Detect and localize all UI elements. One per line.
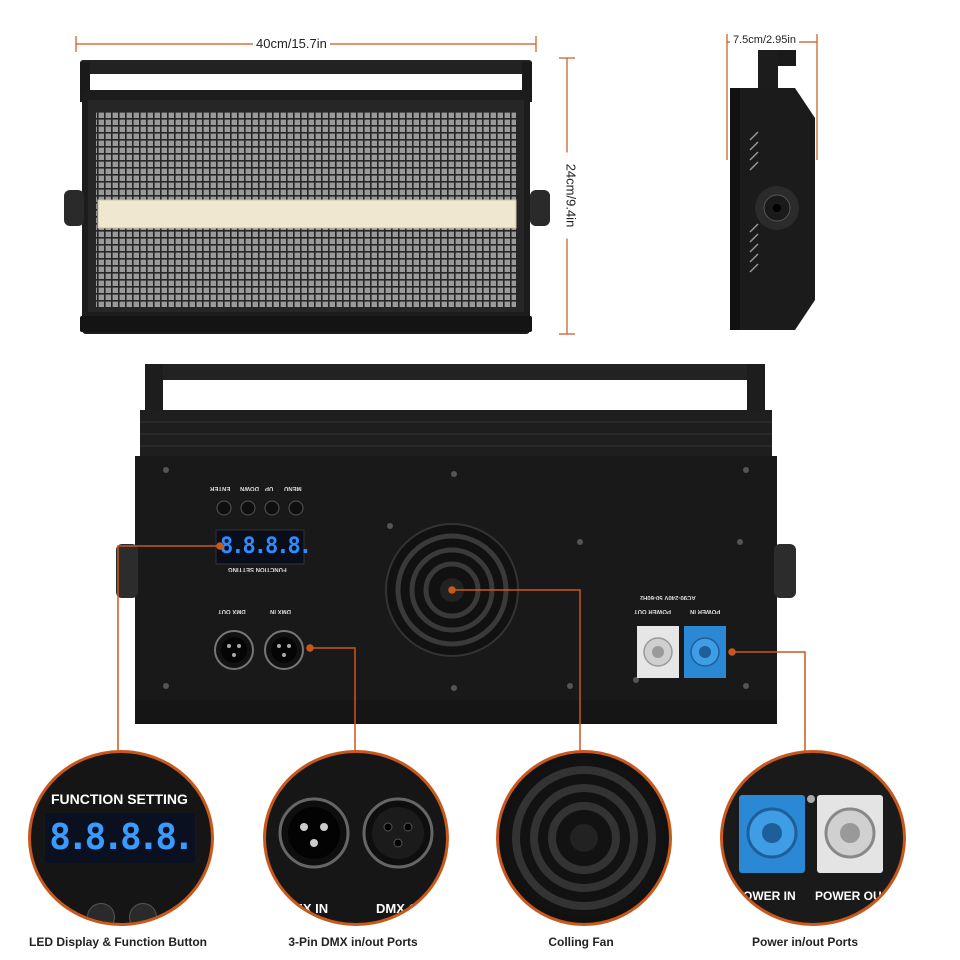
power-out-label: POWER OUT (634, 608, 671, 614)
panel-lcd-digits: 8.8.8.8. (220, 534, 312, 559)
detail-power-ports: POWER IN POWER OU (720, 750, 906, 926)
detail-power-in-label: POWER IN (735, 889, 796, 903)
detail-dmx-ports: MX IN DMX O (263, 750, 449, 926)
enter-label: ENTER (210, 485, 231, 491)
caption-power-ports: Power in/out Ports (751, 935, 858, 949)
detail-led-display: FUNCTION SETTING 8.8.8.8. (28, 750, 214, 926)
up-label: UP (265, 485, 274, 491)
detail-function-setting-heading: FUNCTION SETTING (51, 791, 188, 807)
detail-dmx-in-label: MX IN (292, 901, 329, 916)
dmx-out-label: DMX OUT (218, 608, 246, 614)
detail-dmx-out-label: DMX O (376, 901, 419, 916)
down-label: DOWN (240, 485, 259, 491)
height-dimension-label: 24cm/9.4in (563, 152, 579, 239)
detail-cooling-fan (496, 750, 672, 926)
depth-dimension-label: 7.5cm/2.95in (730, 34, 799, 46)
function-setting-panel-label: FUNCTION SETTING (228, 566, 287, 572)
caption-cooling-fan: Colling Fan (548, 935, 614, 949)
detail-lcd-digits: 8.8.8.8. (45, 813, 195, 863)
menu-label: MENU (284, 485, 302, 491)
voltage-label: AC90-240V 50-60Hz (640, 594, 696, 600)
front-view: 40cm/15.7in 24cm/9.4in (0, 0, 600, 340)
detail-power-out-label: POWER OU (815, 889, 882, 903)
caption-dmx-ports: 3-Pin DMX in/out Ports (288, 935, 418, 949)
detail-button-right (129, 903, 157, 923)
side-view: 7.5cm/2.95in (700, 0, 880, 340)
dmx-in-label: DMX IN (270, 608, 291, 614)
width-dimension-label: 40cm/15.7in (253, 36, 330, 51)
caption-led-display: LED Display & Function Button (29, 935, 207, 949)
power-in-label: POWER IN (690, 608, 721, 614)
detail-button-left (87, 903, 115, 923)
rear-panel: MENU UP DOWN ENTER 8.8.8.8. FUNCTION SET… (110, 360, 810, 740)
